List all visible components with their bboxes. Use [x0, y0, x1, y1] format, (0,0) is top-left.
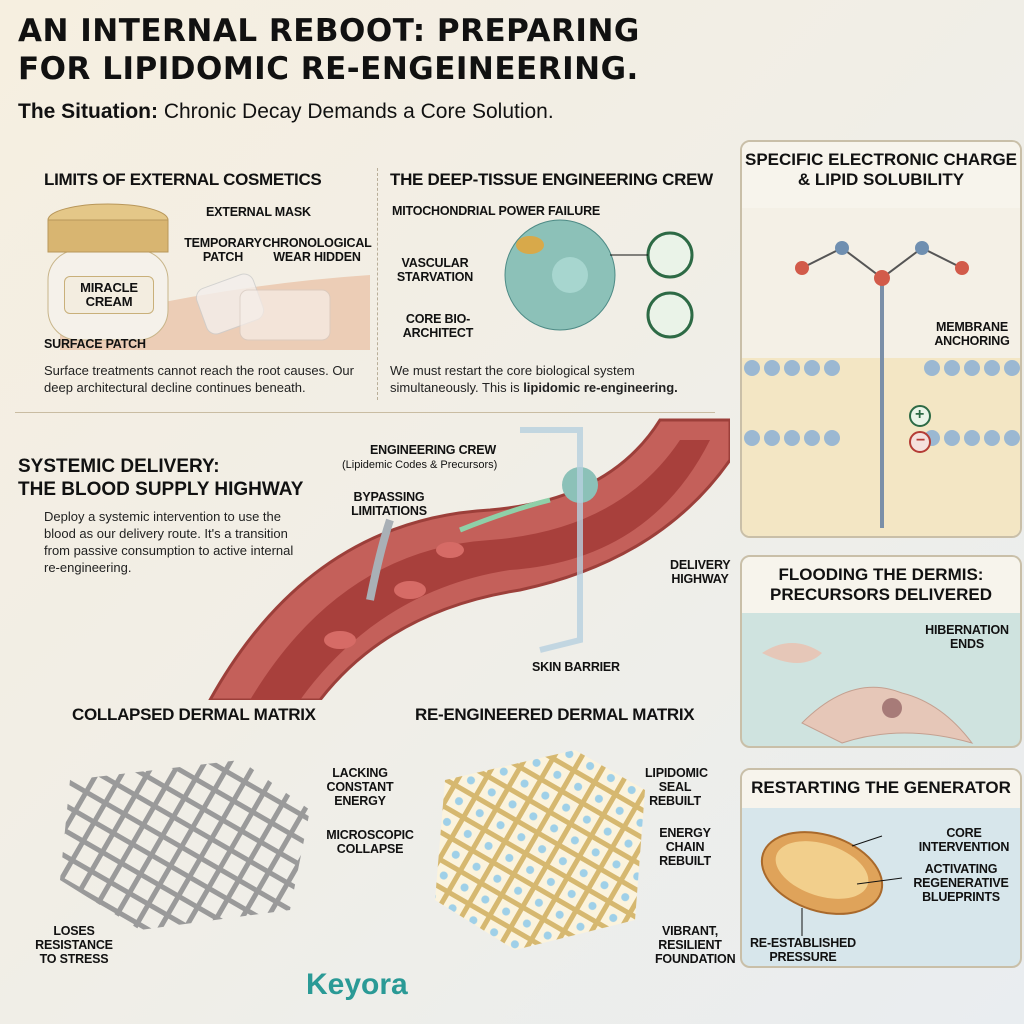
label-external-mask: EXTERNAL MASK: [206, 205, 311, 219]
growth-arrows-icon: [646, 291, 694, 339]
panel-dermis-heading: FLOODING THE DERMIS: PRECURSORS DELIVERE…: [742, 557, 1020, 613]
label-delivery-highway: DELIVERY HIGHWAY: [670, 558, 731, 586]
crew-core: [552, 257, 588, 293]
subtitle-bold: The Situation:: [18, 100, 158, 123]
label-reestablished-pressure: RE-ESTABLISHED PRESSURE: [749, 936, 856, 964]
collapsed-heading: COLLAPSED DERMAL MATRIX: [72, 705, 316, 724]
cosmetics-heading: LIMITS OF EXTERNAL COSMETICS: [44, 170, 322, 189]
keyora-logo: Keyora: [306, 968, 408, 1001]
plus-charge-icon: +: [915, 406, 925, 423]
label-vibrant-foundation: VIBRANT, RESILIENT FOUNDATION: [655, 924, 736, 966]
bypass-arrow: [366, 518, 394, 601]
delivery-heading-1: SYSTEMIC DELIVERY:: [18, 456, 220, 477]
label-core-bio-architect: CORE BIO-ARCHITECT: [402, 312, 474, 340]
label-hibernation-ends: HIBERNATION ENDS: [925, 623, 1009, 651]
skin-barrier-shape: [520, 427, 583, 653]
crew-body-bold: lipidomic re-engineering.: [523, 380, 678, 395]
gauge-icon: [646, 231, 694, 279]
panel-charge-heading: SPECIFIC ELECTRONIC CHARGE & LIPID SOLUB…: [742, 142, 1020, 208]
panel-electronic-charge: SPECIFIC ELECTRONIC CHARGE & LIPID SOLUB…: [740, 140, 1022, 538]
red-blood-cell: [436, 542, 464, 558]
cosmetics-body: Surface treatments cannot reach the root…: [44, 363, 354, 395]
label-vascular: VASCULAR STARVATION: [396, 256, 474, 284]
subtitle-rest: Chronic Decay Demands a Core Solution.: [158, 100, 554, 123]
jar-label: MIRACLE CREAM: [64, 276, 154, 314]
engineering-crew-illustration: [504, 219, 694, 339]
label-mitochondrial: MITOCHONDRIAL POWER FAILURE: [392, 204, 601, 218]
label-lacking-energy: LACKING CONSTANT ENERGY: [326, 766, 394, 808]
red-blood-cell: [394, 581, 426, 599]
label-core-intervention: CORE INTERVENTION: [918, 826, 1010, 854]
mitochondrion-illustration: [760, 831, 903, 936]
crew-heading: THE DEEP-TISSUE ENGINEERING CREW: [390, 170, 713, 189]
collapsed-matrix-illustration: [60, 760, 310, 930]
lipid-bilayer-illustration: [742, 241, 1020, 536]
panel-generator-heading: RESTARTING THE GENERATOR: [742, 770, 1020, 808]
crew-mitochondrion: [516, 236, 544, 254]
label-temporary-patch: TEMPORARY PATCH: [184, 236, 262, 264]
cream-jar-illustration: [47, 203, 370, 350]
label-chronological-wear: CHRONOLOGICAL WEAR HIDDEN: [262, 236, 372, 264]
delivery-heading: SYSTEMIC DELIVERY:THE BLOOD SUPPLY HIGHW…: [18, 455, 303, 501]
delivery-heading-2: THE BLOOD SUPPLY HIGHWAY: [18, 479, 304, 500]
label-membrane-anchoring: MEMBRANE ANCHORING: [934, 320, 1010, 348]
red-blood-cell: [324, 631, 356, 649]
horizontal-divider: [15, 412, 715, 413]
label-activating-blueprints: ACTIVATING REGENERATIVE BLUEPRINTS: [913, 862, 1009, 904]
label-bypassing: BYPASSING LIMITATIONS: [351, 490, 427, 518]
jar-lid: [47, 219, 169, 253]
subtitle: The Situation: Chronic Decay Demands a C…: [18, 100, 554, 124]
label-skin-barrier: SKIN BARRIER: [532, 660, 620, 674]
label-lipidomic-seal: LIPIDOMIC SEAL REBUILT: [645, 766, 708, 808]
reengineered-heading: RE-ENGINEERED DERMAL MATRIX: [415, 705, 695, 724]
blood-vessel-illustration: [208, 418, 730, 700]
crew-body-text: We must restart the core biological syst…: [390, 363, 635, 395]
delivery-body: Deploy a systemic intervention to use th…: [44, 509, 294, 575]
label-energy-chain: ENERGY CHAIN REBUILT: [659, 826, 711, 868]
reengineered-mesh: [435, 750, 645, 950]
crew-body: We must restart the core biological syst…: [390, 362, 720, 396]
vertical-divider: [377, 168, 378, 400]
reengineered-matrix-illustration: [435, 750, 645, 950]
title-line-2: FOR LIPIDOMIC RE-ENGEINEERING.: [18, 51, 639, 87]
panel-restarting-generator: RESTARTING THE GENERATOR CORE INTERVENTI…: [740, 768, 1022, 968]
minus-charge-icon: −: [916, 432, 926, 449]
vessel-lumen: [250, 440, 710, 700]
surface-patch-shape-2: [239, 289, 331, 341]
label-microscopic-collapse: MICROSCOPIC COLLAPSE: [326, 828, 414, 856]
label-crew-sub: (Lipidemic Codes & Precursors): [342, 459, 498, 471]
label-loses-resistance: LOSES RESISTANCE TO STRESS: [35, 924, 113, 966]
title-line-1: AN INTERNAL REBOOT: PREPARING: [18, 13, 640, 49]
fibroblast-cells-illustration: [762, 643, 974, 744]
label-engineering-crew: ENGINEERING CREW: [370, 443, 496, 457]
panel-flooding-dermis: FLOODING THE DERMIS: PRECURSORS DELIVERE…: [740, 555, 1022, 748]
collapsed-mesh: [60, 760, 310, 930]
label-surface-patch: SURFACE PATCH: [44, 337, 146, 351]
green-arrow: [459, 497, 551, 533]
